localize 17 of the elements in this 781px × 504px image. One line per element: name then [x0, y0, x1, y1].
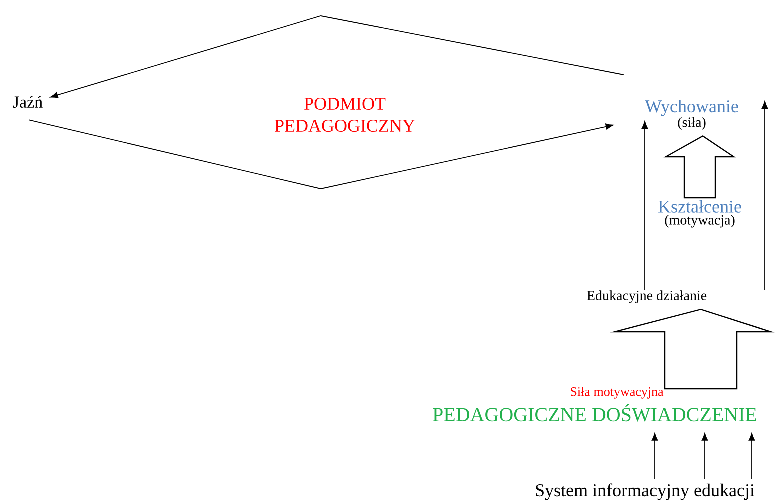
- arrow: [652, 433, 658, 480]
- text-label: Edukacyjne działanie: [587, 290, 707, 304]
- arrow: [748, 433, 756, 480]
- arrow: [762, 101, 768, 291]
- text-label: Wychowanie (siła): [645, 100, 738, 130]
- text-label: PODMIOT PEDAGOGICZNY: [275, 98, 416, 132]
- arrow: [702, 433, 708, 480]
- block-arrow: [664, 136, 736, 199]
- text-label: Siła motywacyjna: [571, 387, 664, 399]
- text-label: Kształcenie (motywacja): [658, 200, 742, 228]
- block-arrow: [610, 308, 775, 390]
- text-label: PEDAGOGICZNE DOŚWIADCZENIE: [433, 404, 756, 422]
- arrow: [642, 121, 648, 291]
- text-label: System informacyjny edukacji: [536, 484, 755, 500]
- arrow: [50, 16, 624, 98]
- text-label: Jaźń: [13, 96, 43, 108]
- arrow: [28, 120, 614, 190]
